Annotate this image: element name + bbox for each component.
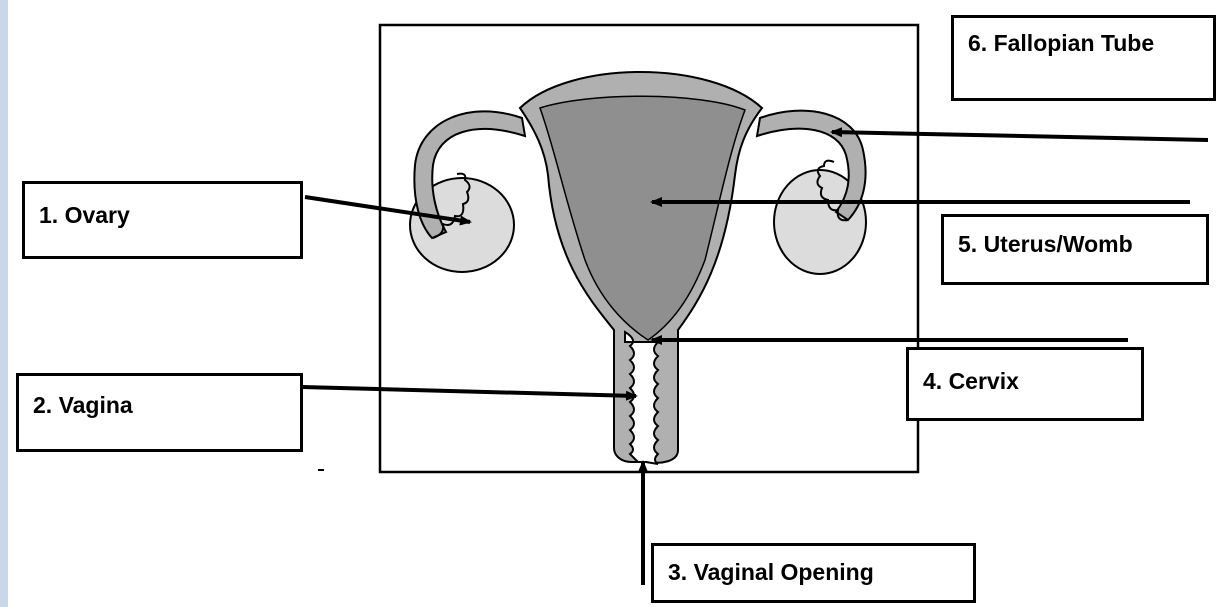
label-ovary-text: 1. Ovary bbox=[39, 202, 130, 228]
label-ovary: 1. Ovary bbox=[22, 181, 303, 259]
label-vaginal-opening: 3. Vaginal Opening bbox=[651, 543, 976, 603]
diagram-page: 1. Ovary 2. Vagina 3. Vaginal Opening 4.… bbox=[8, 0, 1216, 607]
label-fallopian-tube: 6. Fallopian Tube bbox=[951, 15, 1216, 101]
label-vaginal-opening-text: 3. Vaginal Opening bbox=[668, 559, 874, 585]
label-cervix-text: 4. Cervix bbox=[923, 368, 1019, 394]
label-cervix: 4. Cervix bbox=[906, 347, 1144, 421]
label-fallopian-tube-text: 6. Fallopian Tube bbox=[968, 30, 1154, 56]
label-vagina: 2. Vagina bbox=[16, 373, 303, 452]
label-uterus: 5. Uterus/Womb bbox=[941, 214, 1209, 285]
label-uterus-text: 5. Uterus/Womb bbox=[958, 231, 1133, 257]
arrow-vagina bbox=[302, 387, 636, 396]
arrow-fallopian-tube bbox=[832, 132, 1208, 140]
label-vagina-text: 2. Vagina bbox=[33, 392, 133, 418]
